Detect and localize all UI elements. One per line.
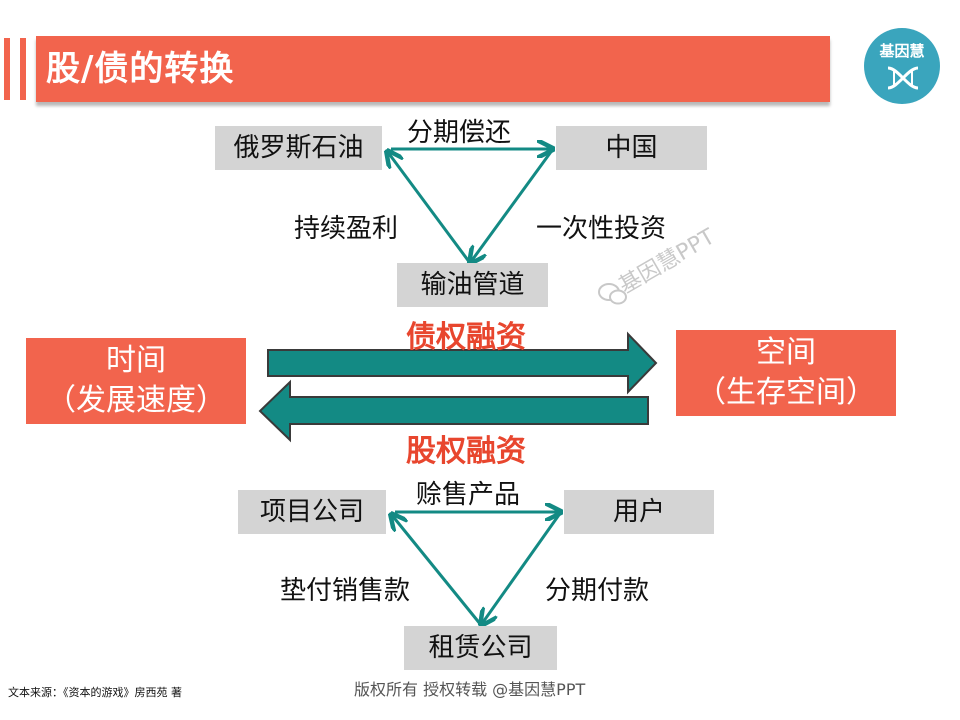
source-citation: 文本来源：《资本的游戏》房西苑 著 — [8, 686, 182, 699]
node-user: 用户 — [564, 490, 714, 534]
node-leasing-company: 租赁公司 — [404, 626, 557, 670]
edge-label-continuous-profit: 持续盈利 — [294, 214, 399, 244]
node-project-company: 项目公司 — [238, 490, 386, 534]
header-accent-bar — [4, 38, 10, 100]
label-debt-financing: 债权融资 — [406, 320, 526, 355]
box-time: 时间 （发展速度） — [26, 338, 246, 424]
wechat-icon — [598, 283, 627, 305]
label-equity-financing: 股权融资 — [406, 434, 526, 469]
dna-icon — [887, 66, 919, 90]
edge-label-credit-sale: 赊售产品 — [416, 480, 521, 510]
arrow-bottom-right-diagonal — [481, 511, 563, 625]
arrow-equity-financing — [258, 379, 649, 443]
arrow-debt-financing — [267, 331, 658, 395]
title-bar: 股/债的转换 — [36, 36, 830, 102]
node-russian-oil: 俄罗斯石油 — [215, 126, 382, 170]
edge-label-one-time-investment: 一次性投资 — [536, 214, 667, 244]
page-title: 股/债的转换 — [46, 49, 235, 89]
logo-text: 基因慧 — [879, 42, 925, 60]
box-space: 空间 （生存空间） — [676, 330, 896, 416]
node-china: 中国 — [556, 126, 707, 170]
arrow-top-left-diagonal — [387, 151, 472, 264]
arrow-bottom-left-diagonal — [391, 514, 483, 626]
edge-label-advance-payment: 垫付销售款 — [280, 576, 411, 606]
brand-logo: 基因慧 — [864, 28, 940, 104]
header-accent-bar — [20, 38, 26, 100]
copyright-notice: 版权所有 授权转载 @基因慧PPT — [354, 680, 586, 699]
arrow-top-right-diagonal — [470, 148, 555, 263]
box-space-line1: 空间 — [756, 335, 816, 370]
box-time-line1: 时间 — [106, 343, 166, 378]
node-oil-pipeline: 输油管道 — [397, 263, 548, 307]
edge-label-installment-repayment: 分期偿还 — [407, 118, 512, 148]
box-space-line2: （生存空间） — [696, 375, 876, 410]
edge-label-installment-payment: 分期付款 — [545, 576, 650, 606]
box-time-line2: （发展速度） — [46, 383, 226, 418]
